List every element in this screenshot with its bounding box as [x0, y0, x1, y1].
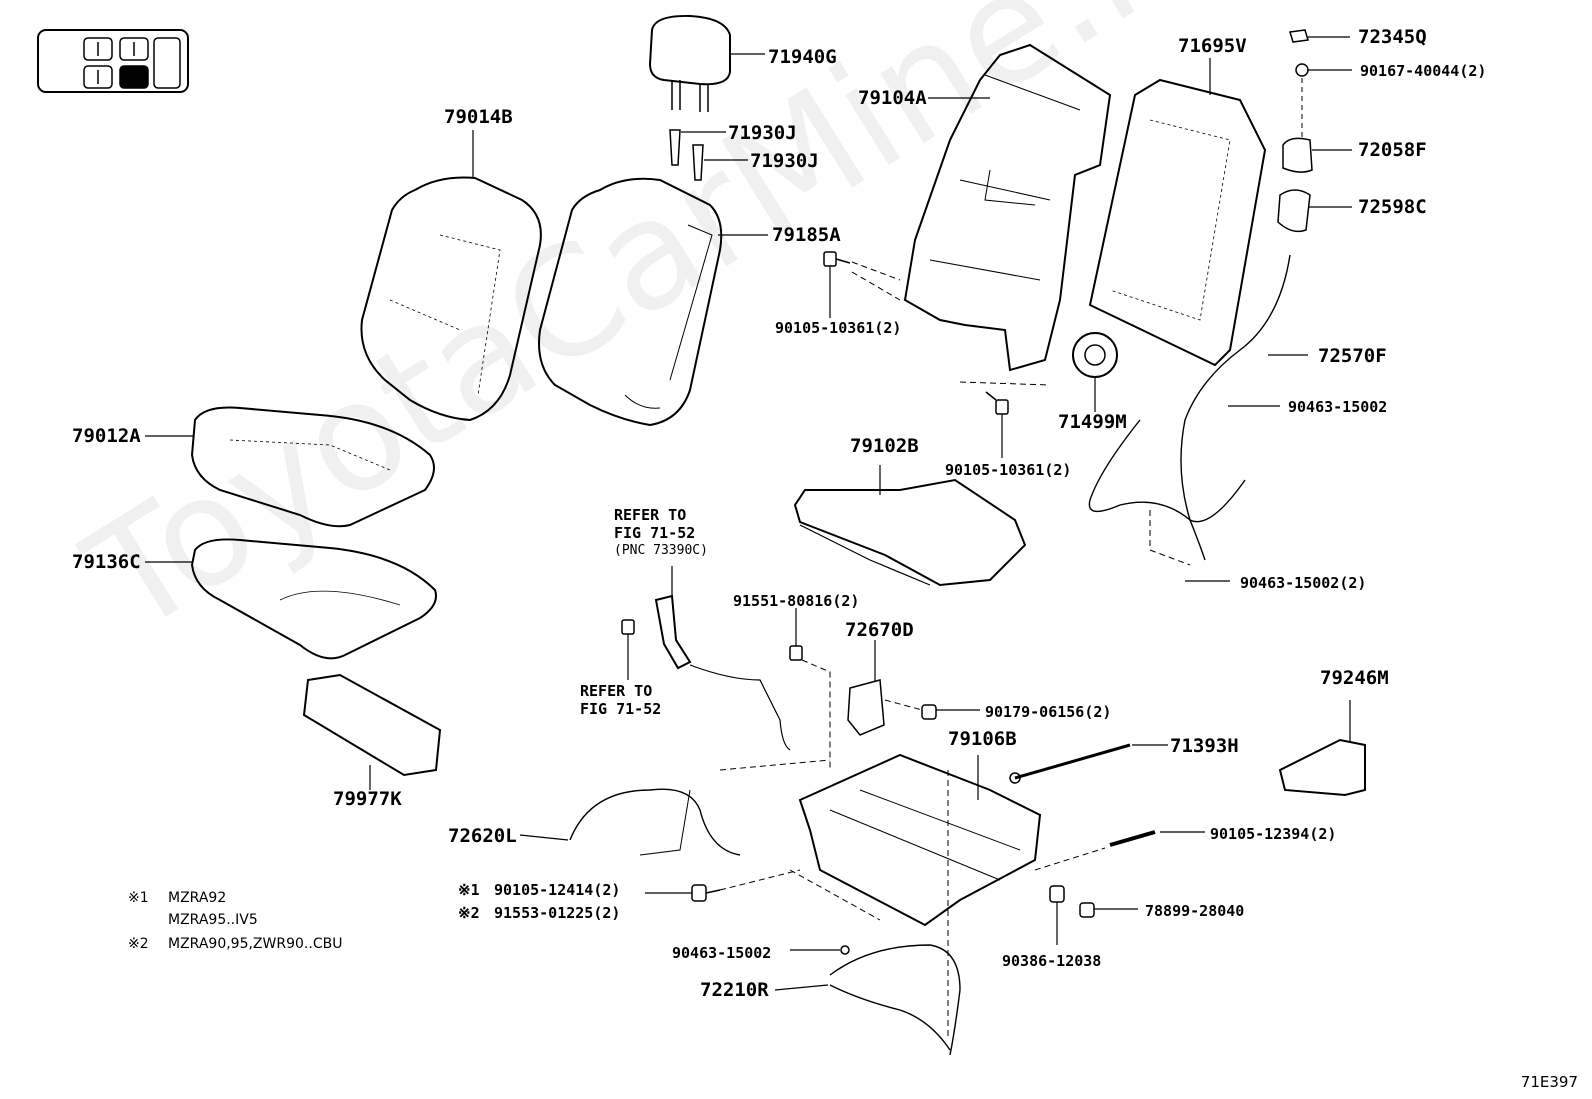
note-1-line2: MZRA95..IV5 [168, 912, 258, 928]
refer-upper-line1: REFER TO [614, 506, 687, 524]
part-label-note1-mark: ※1 [458, 881, 480, 899]
refer-upper-line3: (PNC 73390C) [614, 543, 708, 558]
part-label-79104A[interactable]: 79104A [858, 87, 927, 109]
part-label-71695V[interactable]: 71695V [1178, 35, 1247, 57]
part-label-note2-mark: ※2 [458, 904, 480, 922]
part-label-79246M[interactable]: 79246M [1320, 667, 1389, 689]
slide-cable-drawing [519, 788, 741, 856]
note-1-mark: ※1 [128, 890, 149, 906]
adjuster-rod-drawing [1009, 743, 1168, 784]
headrest-guide-drawing [669, 129, 748, 181]
seat-back-cover-drawing [360, 130, 542, 422]
part-label-78899-28040[interactable]: 78899-28040 [1145, 902, 1245, 920]
note-1-line1: MZRA92 [168, 890, 227, 906]
bush-bolt-drawing [1049, 885, 1138, 945]
part-label-72620L[interactable]: 72620L [448, 825, 517, 847]
refer-upper-line2: FIG 71-52 [614, 524, 696, 542]
note-2-line1: MZRA90,95,ZWR90..CBU [168, 936, 343, 952]
part-label-71393H[interactable]: 71393H [1170, 735, 1239, 757]
part-label-90105-12414[interactable]: 90105-12414(2) [494, 881, 621, 899]
part-label-90463-15002-2[interactable]: 90463-15002(2) [1240, 574, 1367, 592]
part-label-72598C[interactable]: 72598C [1358, 196, 1427, 218]
long-bolt-drawing [1034, 830, 1205, 871]
part-label-79185A[interactable]: 79185A [772, 224, 841, 246]
part-label-90386-12038[interactable]: 90386-12038 [1002, 952, 1102, 970]
part-label-71499M[interactable]: 71499M [1058, 411, 1127, 433]
part-label-90105-10361-lower[interactable]: 90105-10361(2) [945, 461, 1072, 479]
part-label-90463-15002-lower[interactable]: 90463-15002 [672, 944, 772, 962]
bracket-drawing [789, 608, 980, 770]
part-label-72670D[interactable]: 72670D [845, 619, 914, 641]
seat-adjuster-drawing [719, 753, 1042, 927]
refer-note-upper[interactable]: REFER TO FIG 71-52 (PNC 73390C) [614, 506, 708, 560]
seat-back-pad-drawing [1088, 58, 1267, 367]
seat-cushion-cover-drawing [145, 538, 437, 660]
part-label-72058F[interactable]: 72058F [1358, 139, 1427, 161]
seat-back-frame-drawing [903, 43, 1112, 372]
part-label-79102B[interactable]: 79102B [850, 435, 919, 457]
part-label-72345Q[interactable]: 72345Q [1358, 26, 1427, 48]
part-label-91551-80816[interactable]: 91551-80816(2) [733, 592, 860, 610]
part-label-71930J-a[interactable]: 71930J [728, 122, 797, 144]
lock-cable-drawing [774, 770, 961, 1056]
refer-lower-line1: REFER TO [580, 682, 653, 700]
part-label-91553-01225[interactable]: 91553-01225(2) [494, 904, 621, 922]
cushion-frame-drawing [793, 465, 1027, 587]
part-label-90167-40044[interactable]: 90167-40044(2) [1360, 62, 1487, 80]
release-cable-drawing [1088, 254, 1308, 582]
part-label-79977K[interactable]: 79977K [333, 788, 402, 810]
part-label-79106B[interactable]: 79106B [948, 728, 1017, 750]
bolt-drawing-lower [985, 391, 1009, 458]
part-label-72210R[interactable]: 72210R [700, 979, 769, 1001]
part-label-71940G[interactable]: 71940G [768, 46, 837, 68]
recliner-drawing [959, 332, 1118, 412]
seat-belt-buckle-drawing [621, 566, 791, 751]
note-2-mark: ※2 [128, 936, 149, 952]
bolt-drawing-upper [823, 251, 901, 318]
part-label-90463-15002-upper[interactable]: 90463-15002 [1288, 398, 1388, 416]
part-label-90105-12394[interactable]: 90105-12394(2) [1210, 825, 1337, 843]
seat-position-selector-icon [37, 29, 189, 93]
part-label-79012A[interactable]: 79012A [72, 425, 141, 447]
seat-back-trim-drawing [538, 177, 768, 427]
part-label-71930J-b[interactable]: 71930J [750, 150, 819, 172]
part-label-90179-06156[interactable]: 90179-06156(2) [985, 703, 1112, 721]
refer-lower-line2: FIG 71-52 [580, 700, 662, 718]
part-label-90105-10361-upper[interactable]: 90105-10361(2) [775, 319, 902, 337]
part-label-72570F[interactable]: 72570F [1318, 345, 1387, 367]
side-cover-drawing [1278, 700, 1366, 797]
seat-side-panel-drawing [302, 673, 442, 790]
front-bolt-drawing [645, 869, 801, 902]
figure-id: 71E397 [1520, 1073, 1578, 1091]
headrest-drawing [648, 14, 765, 112]
refer-note-lower[interactable]: REFER TO FIG 71-52 [580, 682, 661, 718]
seat-cushion-pad-drawing [145, 406, 435, 528]
part-label-79136C[interactable]: 79136C [72, 551, 141, 573]
lever-parts-drawing [1277, 29, 1352, 233]
part-label-79014B[interactable]: 79014B [444, 106, 513, 128]
